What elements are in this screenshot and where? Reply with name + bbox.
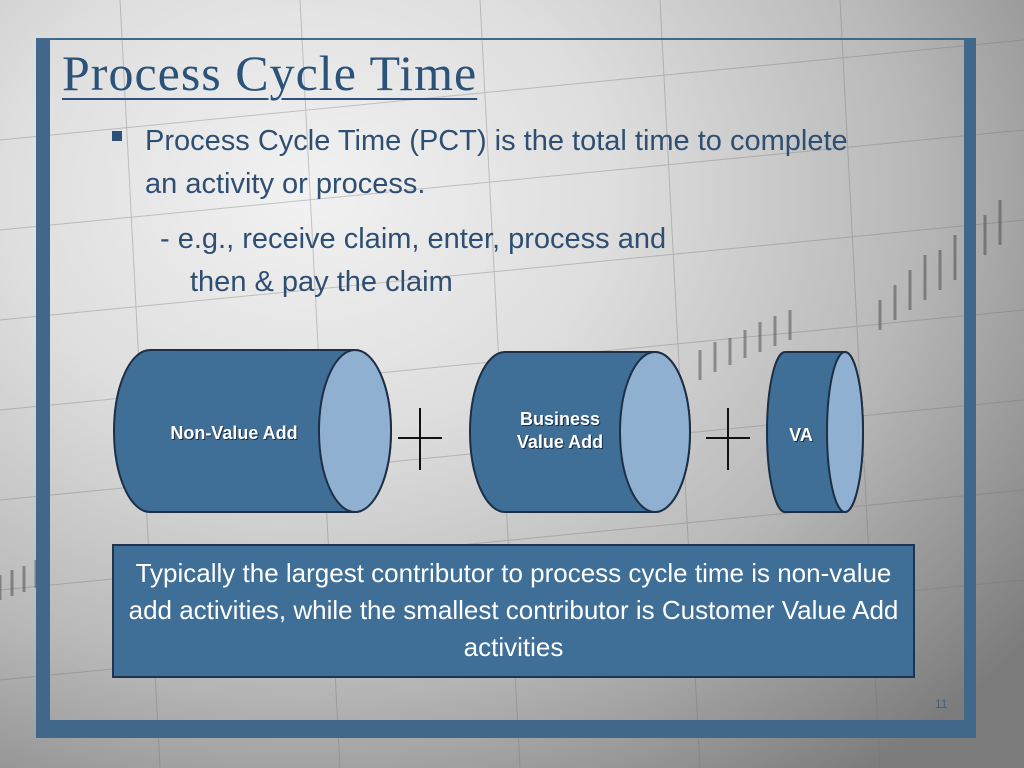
cylinder-non-value-add xyxy=(113,349,392,513)
business-value-add-label-line-2: Value Add xyxy=(516,432,604,452)
slide-title: Process Cycle Time xyxy=(62,45,478,101)
slide-frame xyxy=(36,38,976,738)
plus-icon-2 xyxy=(706,408,750,470)
bullet-text: Process Cycle Time (PCT) is the total ti… xyxy=(145,125,848,200)
cylinder-business-value-add xyxy=(469,351,691,513)
business-value-add-label: Business Value Add xyxy=(490,408,630,454)
business-value-add-label-line-1: Business xyxy=(519,409,601,429)
example-line-1: - e.g., receive claim, enter, process an… xyxy=(160,223,667,255)
bullet-square-icon xyxy=(112,131,122,141)
non-value-add-label: Non-Value Add xyxy=(170,423,298,443)
cylinder-va xyxy=(766,351,864,513)
callout-box: Typically the largest contributor to pro… xyxy=(112,544,915,678)
example-line-2: then & pay the claim xyxy=(190,266,453,298)
page-number: 11 xyxy=(935,697,948,711)
plus-icon-1 xyxy=(398,408,442,470)
example-text: - e.g., receive claim, enter, process an… xyxy=(160,218,860,304)
va-label: VA xyxy=(789,425,813,445)
